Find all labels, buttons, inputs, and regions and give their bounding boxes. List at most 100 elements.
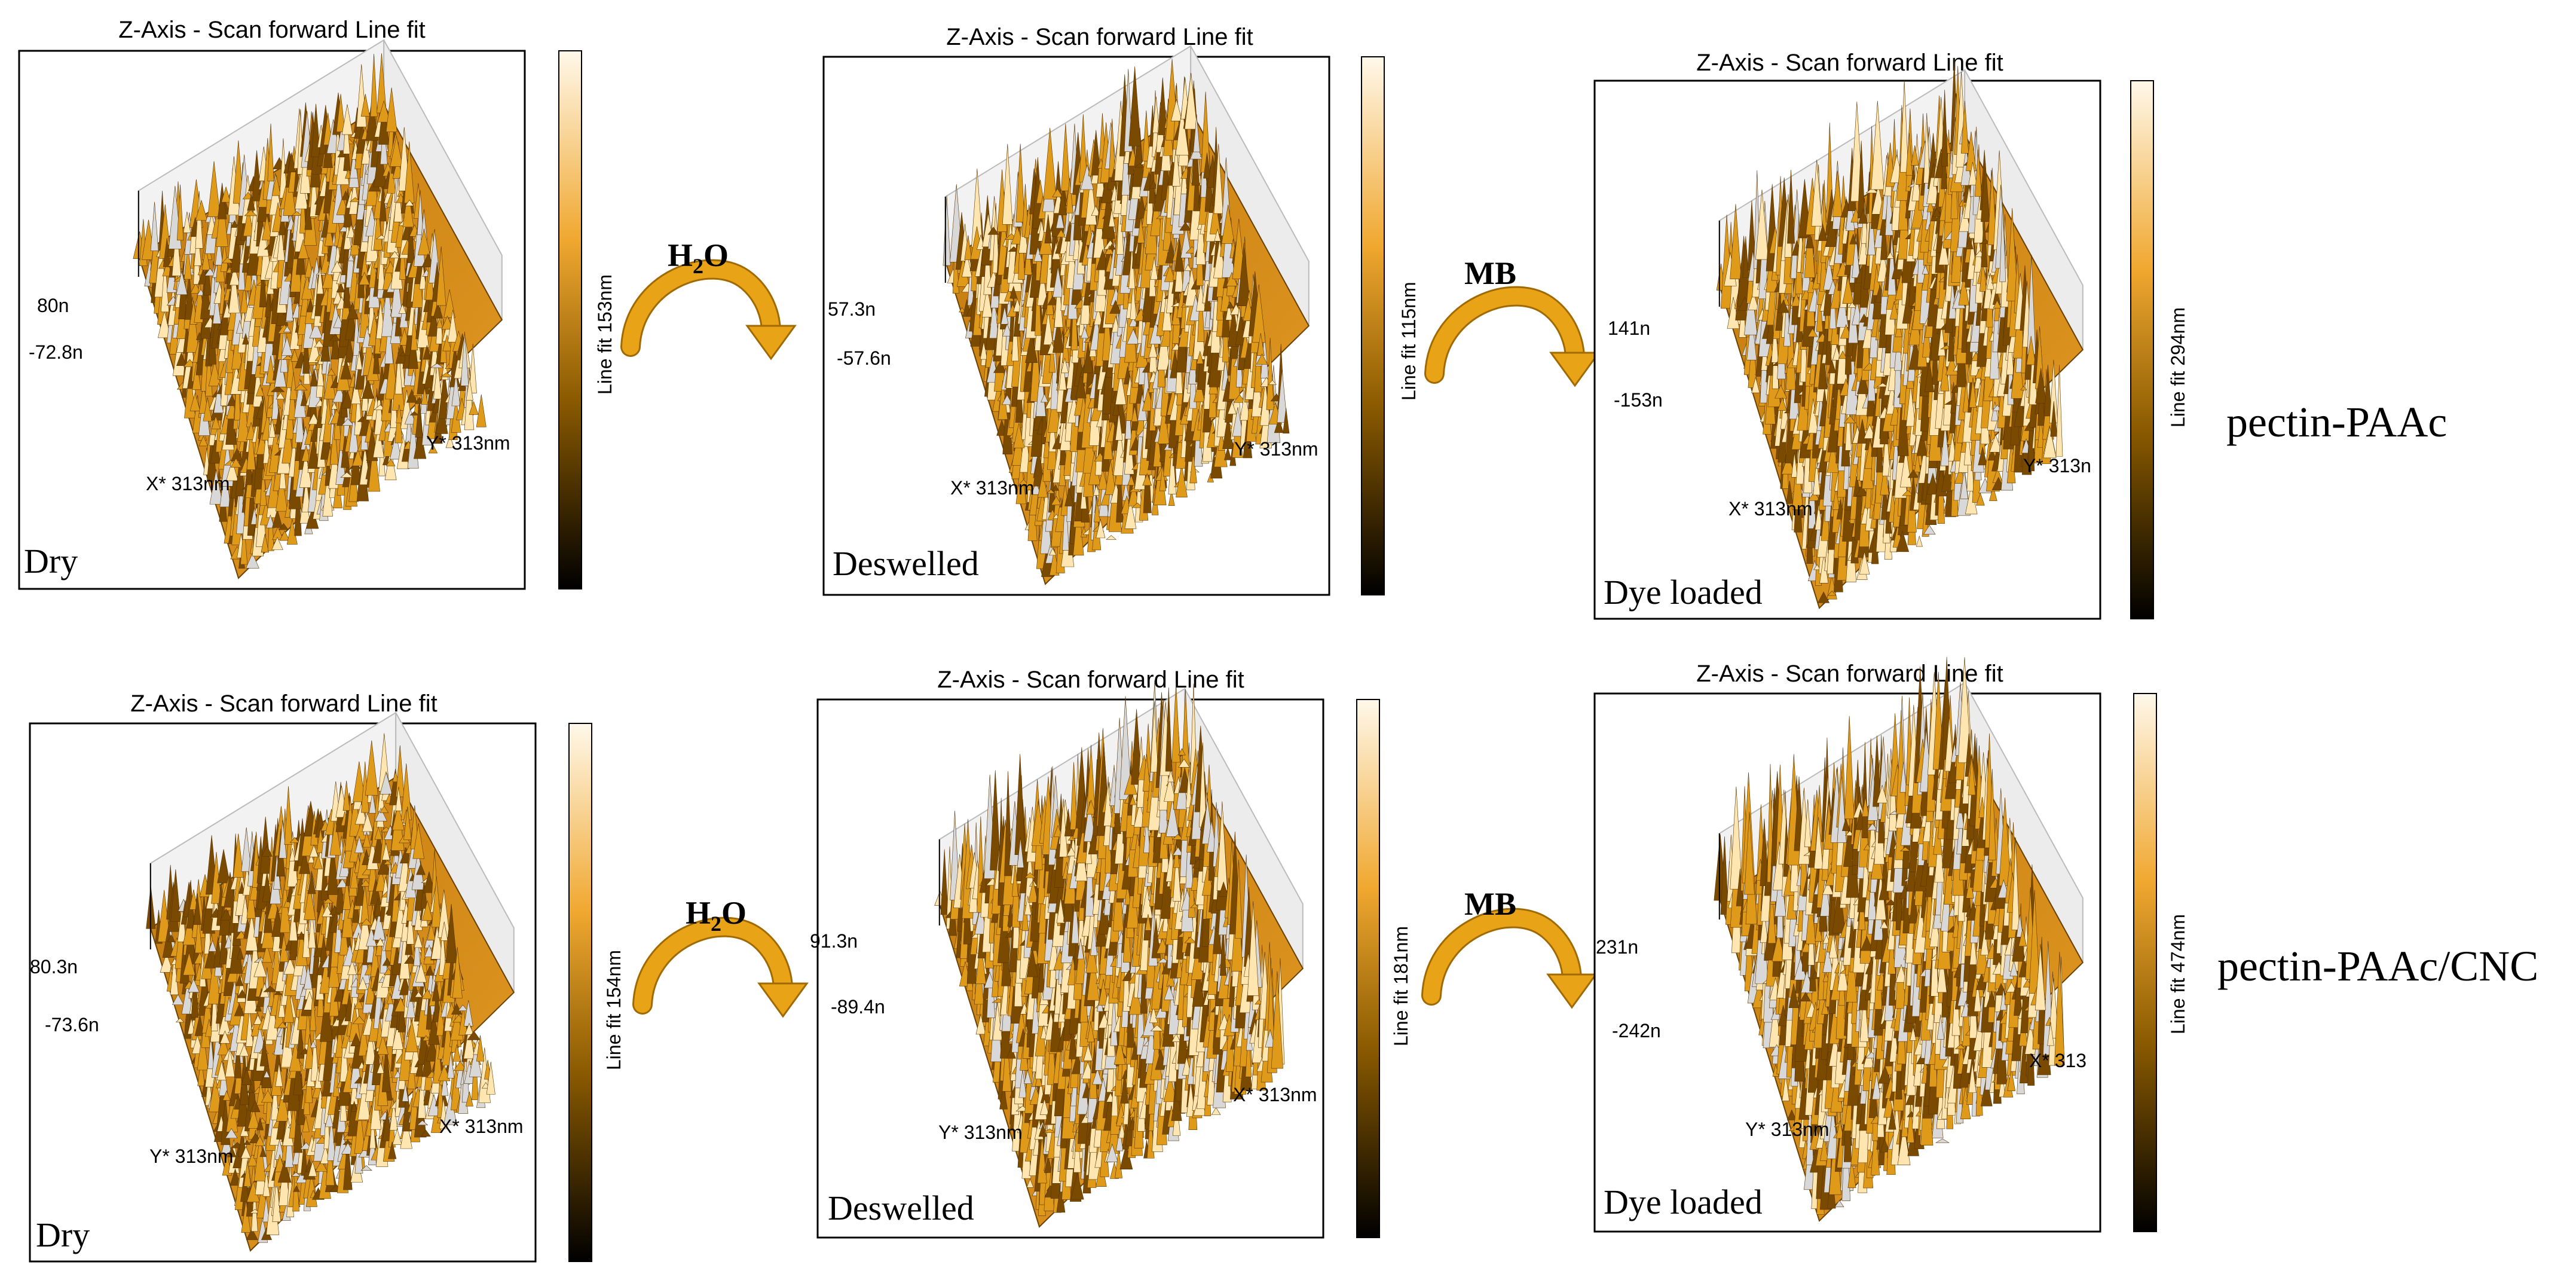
surface-spike bbox=[246, 422, 256, 471]
surface-spike bbox=[981, 286, 993, 317]
surface-spike bbox=[1108, 243, 1116, 250]
colorbar bbox=[568, 723, 592, 1262]
surface-spike bbox=[237, 384, 249, 442]
surface-spike bbox=[359, 271, 370, 285]
colorbar-label: Line fit 294nm bbox=[2167, 307, 2189, 427]
surface-spike bbox=[228, 268, 240, 313]
surface-spike bbox=[267, 123, 274, 182]
row-2: Z-Axis - Scan forward Line fit 80.3n -73… bbox=[29, 656, 2538, 1263]
surface-spike bbox=[341, 390, 354, 409]
surface-spike bbox=[1011, 431, 1025, 466]
surface-spike bbox=[244, 209, 258, 216]
surface-spike bbox=[1017, 479, 1030, 487]
arrow-label: H2O bbox=[668, 237, 729, 278]
colorbar bbox=[558, 50, 582, 589]
colorbar-label: Line fit 115nm bbox=[1398, 282, 1419, 401]
surface-spike bbox=[1159, 464, 1167, 491]
z-max-label: 141n bbox=[1608, 317, 1650, 339]
surface-spike bbox=[980, 341, 988, 360]
surface-spike bbox=[1094, 306, 1103, 325]
afm-surface bbox=[943, 45, 1310, 585]
surface-spike bbox=[469, 401, 479, 415]
surface-spike bbox=[440, 372, 453, 377]
surface-spike bbox=[308, 335, 321, 363]
surface-spike bbox=[298, 239, 309, 259]
surface-spike bbox=[1053, 266, 1064, 298]
axis-right-label: X* 313nm bbox=[439, 1116, 524, 1137]
surface-spike bbox=[324, 223, 334, 246]
surface-spike bbox=[374, 387, 384, 435]
surface-spike bbox=[1136, 194, 1147, 219]
row-label: pectin-PAAc bbox=[2226, 398, 2447, 446]
surface-spike bbox=[443, 289, 455, 318]
surface-spike bbox=[195, 199, 208, 221]
surface-spike bbox=[1108, 208, 1115, 227]
panel-r1-dry: Z-Axis - Scan forward Line fit 80n -72.8… bbox=[18, 17, 616, 590]
surface-spike bbox=[348, 178, 360, 215]
surface-spike bbox=[271, 536, 283, 550]
surface-spike bbox=[430, 363, 445, 368]
surface-spike bbox=[266, 514, 275, 529]
surface-spike bbox=[1058, 358, 1067, 390]
surface-spike bbox=[1036, 179, 1045, 204]
arrow-label: MB bbox=[1464, 255, 1516, 291]
surface-spike bbox=[222, 256, 234, 264]
surface-spike bbox=[1113, 426, 1127, 476]
surface-spike bbox=[451, 372, 461, 407]
surface-spike bbox=[215, 236, 224, 265]
surface-spike bbox=[220, 242, 229, 272]
surface-spike bbox=[240, 284, 249, 313]
surface-spike bbox=[370, 54, 378, 117]
surface-spike bbox=[962, 252, 972, 277]
surface-spike bbox=[229, 265, 240, 286]
surface-spike bbox=[242, 332, 249, 345]
surface-spike bbox=[345, 168, 352, 179]
colorbar-label: Line fit 153nm bbox=[594, 274, 616, 395]
surface-spike bbox=[236, 319, 244, 334]
axis-right-label: Y* 313nm bbox=[426, 432, 510, 454]
surface-spike bbox=[381, 276, 394, 337]
surface-spike bbox=[1001, 394, 1013, 405]
surface-spike bbox=[386, 459, 396, 466]
surface-spike bbox=[417, 190, 424, 236]
surface-spike bbox=[386, 87, 397, 132]
surface-spike bbox=[295, 393, 304, 443]
surface-spike bbox=[289, 372, 298, 400]
surface-spike bbox=[379, 176, 387, 222]
surface-spike bbox=[226, 459, 238, 481]
surface-spike bbox=[316, 265, 324, 295]
surface-spike bbox=[433, 360, 442, 399]
surface-spike bbox=[329, 334, 341, 341]
surface-spike bbox=[259, 462, 267, 506]
surface-spike bbox=[372, 339, 380, 374]
surface-spike bbox=[399, 351, 407, 356]
surface-spike bbox=[959, 307, 966, 313]
surface-spike bbox=[265, 287, 272, 317]
surface-spike bbox=[304, 257, 314, 278]
surface-spike bbox=[424, 363, 435, 389]
surface-spike bbox=[158, 311, 172, 338]
surface-spike bbox=[356, 351, 363, 370]
surface-spike bbox=[283, 326, 292, 332]
z-min-label: -153n bbox=[1614, 389, 1663, 411]
surface-spike bbox=[185, 274, 194, 320]
colorbar-label: Line fit 154nm bbox=[603, 950, 625, 1070]
surface-spike bbox=[310, 368, 319, 387]
surface-spike bbox=[272, 508, 283, 528]
surface-spike bbox=[460, 331, 469, 386]
surface-spike bbox=[1025, 332, 1038, 363]
surface-spike bbox=[409, 411, 419, 416]
surface-spike bbox=[1047, 295, 1059, 306]
surface-spike bbox=[261, 533, 270, 553]
surface-spike bbox=[308, 413, 320, 424]
surface-spike bbox=[1131, 406, 1139, 422]
axis-right-label: Y* 313n bbox=[2023, 455, 2091, 476]
surface-spike bbox=[1093, 497, 1101, 523]
surface-spike bbox=[1126, 328, 1140, 344]
surface-spike bbox=[442, 334, 452, 352]
surface-spike bbox=[1132, 121, 1145, 187]
afm-surface bbox=[133, 39, 503, 579]
surface-spike bbox=[1134, 163, 1145, 168]
surface-spike bbox=[1128, 316, 1139, 327]
surface-spike bbox=[287, 152, 296, 173]
